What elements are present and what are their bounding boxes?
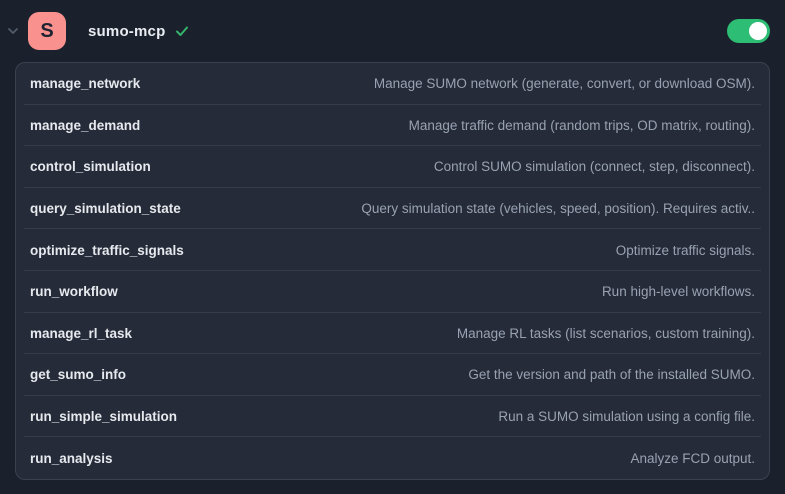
tool-description: Manage RL tasks (list scenarios, custom … (456, 325, 755, 341)
tool-description: Manage SUMO network (generate, convert, … (373, 76, 755, 92)
tool-row: get_sumo_info Get the version and path o… (16, 354, 769, 396)
tool-description: Analyze FCD output. (630, 450, 755, 466)
tool-row: manage_demand Manage traffic demand (ran… (16, 105, 769, 147)
tool-row: manage_network Manage SUMO network (gene… (16, 63, 769, 105)
tool-name: manage_demand (30, 117, 141, 133)
tool-name: manage_network (30, 76, 141, 92)
toggle-knob (749, 22, 767, 40)
tool-row: run_workflow Run high-level workflows. (16, 271, 769, 313)
tool-description: Control SUMO simulation (connect, step, … (433, 159, 755, 175)
server-avatar: S (28, 12, 66, 50)
tool-name: run_analysis (30, 450, 113, 466)
avatar-letter: S (40, 19, 54, 42)
tool-description: Optimize traffic signals. (615, 242, 755, 258)
tool-name: control_simulation (30, 159, 151, 175)
tool-description: Run high-level workflows. (601, 284, 755, 300)
tool-row: run_simple_simulation Run a SUMO simulat… (16, 396, 769, 438)
tools-panel: manage_network Manage SUMO network (gene… (15, 62, 770, 480)
chevron-down-icon (6, 24, 20, 38)
tool-description: Run a SUMO simulation using a config fil… (498, 409, 755, 425)
tool-description: Manage traffic demand (random trips, OD … (408, 117, 755, 133)
tool-row: run_analysis Analyze FCD output. (16, 437, 769, 479)
tool-description: Get the version and path of the installe… (468, 367, 755, 383)
server-header: S sumo-mcp (0, 0, 785, 62)
tool-description: Query simulation state (vehicles, speed,… (361, 201, 755, 217)
tool-row: manage_rl_task Manage RL tasks (list sce… (16, 313, 769, 355)
tool-name: optimize_traffic_signals (30, 242, 184, 258)
tool-name: run_simple_simulation (30, 409, 178, 425)
tool-name: run_workflow (30, 284, 118, 300)
tool-row: optimize_traffic_signals Optimize traffi… (16, 229, 769, 271)
tool-row: control_simulation Control SUMO simulati… (16, 146, 769, 188)
tool-row: query_simulation_state Query simulation … (16, 188, 769, 230)
collapse-toggle[interactable] (0, 24, 26, 38)
tool-name: get_sumo_info (30, 367, 127, 383)
server-enabled-toggle[interactable] (727, 19, 770, 43)
server-title: sumo-mcp (88, 22, 166, 40)
tool-name: manage_rl_task (30, 325, 133, 341)
tool-name: query_simulation_state (30, 201, 181, 217)
verified-check-icon (174, 23, 190, 39)
